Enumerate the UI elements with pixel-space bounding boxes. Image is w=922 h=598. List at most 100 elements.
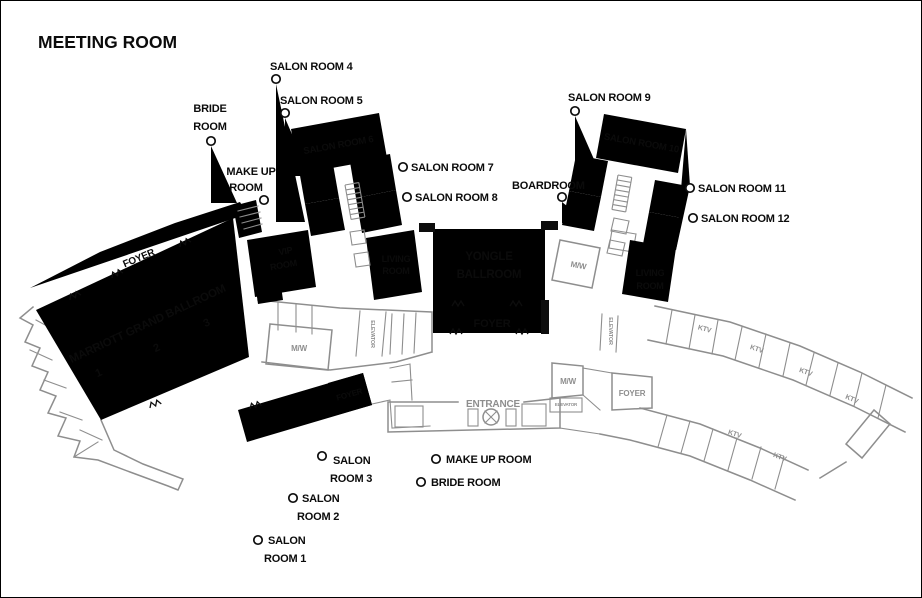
bride-top-leader-line <box>211 146 237 203</box>
ktv-lower-arc-inner <box>599 433 796 501</box>
bride-bottom-marker <box>415 476 427 488</box>
salon1-marker <box>252 534 264 546</box>
east-stairs-icon <box>611 174 633 213</box>
entrance-band <box>387 397 561 433</box>
makeup-bottom-label: MAKE UP ROOM <box>446 454 531 466</box>
yongle-label-line2: BALLROOM <box>457 269 522 281</box>
marriott-section-2: 2 <box>152 342 162 355</box>
salon6-inner-shape <box>298 122 380 166</box>
living-west-label-line1: LIVING <box>382 254 411 264</box>
salon3-marker <box>316 450 328 462</box>
ktv-label-3: KTV <box>798 367 813 378</box>
makeup-top-marker <box>258 194 270 206</box>
east-building-right-wall <box>676 129 690 250</box>
salon1-label-line1: SALON <box>268 535 306 547</box>
boardroom-leader-line <box>562 202 588 223</box>
ktv-label-6: KTV <box>772 452 788 464</box>
salon-row-south: FOYER <box>238 373 372 442</box>
salon1-label-line2: ROOM 1 <box>264 553 306 565</box>
living-west-label-line2: ROOM <box>382 266 409 276</box>
center-mw-room <box>265 323 333 371</box>
east-elevator-label: ELEVATOR <box>607 317 613 345</box>
center-elevator-shaft <box>355 310 387 357</box>
background-gray-structures: M/W ELEVATOR ENTRANCE M/W ELEVATOR FOYER… <box>18 229 914 501</box>
marriott-ballroom-shape <box>36 218 249 420</box>
bride-room-south-shape <box>406 309 428 335</box>
bride-room-shape <box>233 200 262 238</box>
south-elevator-label: ELEVATOR <box>555 402 578 407</box>
rowE-entrance-connector <box>371 363 431 429</box>
salon7-callout-label: SALON ROOM 7 <box>411 162 494 174</box>
ktv-label-2: KTV <box>749 344 764 355</box>
salon4-room-shape <box>305 198 345 236</box>
center-mw-label: M/W <box>291 344 307 353</box>
living-room-west-shape <box>366 230 422 300</box>
east-salon-building: SALON ROOM 10 M/W LIVING ROOM <box>551 114 690 302</box>
salon2-label-line2: ROOM 2 <box>297 511 339 523</box>
ktv-label-4: KTV <box>844 394 860 406</box>
west-wing-outline <box>18 305 185 491</box>
salon11-callout-label: SALON ROOM 11 <box>698 183 786 195</box>
salon2-marker <box>287 492 299 504</box>
entrance-room-left <box>394 405 424 428</box>
salon12-room-shape <box>643 212 682 250</box>
page-title: MEETING ROOM <box>38 32 177 52</box>
salon4-marker <box>270 73 282 85</box>
vip-room-shape <box>247 230 316 297</box>
yongle-cap-right <box>541 221 558 230</box>
yongle-cap-left <box>419 223 435 232</box>
ktv-label-5: KTV <box>727 429 742 440</box>
salon5-callout-label: SALON ROOM 5 <box>280 95 363 107</box>
south-elevator-room <box>549 397 583 413</box>
boardroom-callout-label: BOARDROOM <box>512 180 585 192</box>
salon12-marker <box>687 212 699 224</box>
bride-bottom-label: BRIDE ROOM <box>431 477 501 489</box>
salon3-label-line1: SALON <box>333 455 371 467</box>
bride-top-label-line1: BRIDE <box>193 103 226 115</box>
ktv-connectors <box>559 367 653 435</box>
revolving-door-icon <box>467 408 517 427</box>
salon12-callout-label: SALON ROOM 12 <box>701 213 790 225</box>
ktv-upper-dividers <box>665 309 887 419</box>
yongle-foyer-label: FOYER <box>474 318 511 330</box>
marriott-foyer-outer-wall <box>30 202 247 288</box>
ktv-lower-dividers <box>657 414 785 490</box>
vip-room-label-line2: ROOM <box>269 258 298 273</box>
salon7-room-shape <box>350 154 396 198</box>
salon3-label-line2: ROOM 3 <box>330 473 372 485</box>
center-elevator-label: ELEVATOR <box>369 320 375 348</box>
salon4-callout-label: SALON ROOM 4 <box>270 61 354 73</box>
yongle-label-line1: YONGLE <box>465 251 513 263</box>
ktv-label-1: KTV <box>697 324 712 334</box>
east-mw-label: M/W <box>570 260 588 272</box>
east-elevator-shaft <box>599 313 619 353</box>
salon11-room-shape <box>649 180 688 218</box>
bride-top-marker <box>205 135 217 147</box>
salon11-marker <box>684 182 696 194</box>
salon10-inner-shape <box>604 121 679 167</box>
yongle-foyer-shape <box>433 305 545 333</box>
living-room-east-shape <box>622 240 676 302</box>
salon9-leader-line <box>575 116 600 173</box>
makeup-top-label-line1: MAKE UP <box>226 166 275 178</box>
marriott-complex: FOYER MARRIOTT GRAND BALLROOM 1 2 3 <box>30 200 263 420</box>
center-corridor-outline <box>257 299 433 371</box>
west-corridor-dash <box>313 250 332 253</box>
entrance-label: ENTRANCE <box>466 399 520 410</box>
living-east-label-line2: ROOM <box>636 281 663 291</box>
ktv-upper-arc-outer <box>654 305 914 400</box>
ktv-right-tip <box>818 408 892 480</box>
salon8-callout-label: SALON ROOM 8 <box>415 192 498 204</box>
salon5-marker <box>279 107 291 119</box>
center-corridor-dividers <box>277 301 417 355</box>
salon8-marker <box>401 191 413 203</box>
west-salon-building: SALON ROOM 6 VIP ROOM LIVING ROOM <box>247 113 422 304</box>
south-foyer-label: FOYER <box>619 389 646 398</box>
yongle-ballroom-shape <box>433 229 545 305</box>
yongle-ballroom-block: YONGLE BALLROOM FOYER <box>392 221 566 335</box>
living-east-label-line1: LIVING <box>636 268 665 278</box>
south-mw-label: M/W <box>560 377 576 386</box>
marriott-section-1: 1 <box>94 367 104 380</box>
marriott-section-3: 3 <box>202 317 212 330</box>
